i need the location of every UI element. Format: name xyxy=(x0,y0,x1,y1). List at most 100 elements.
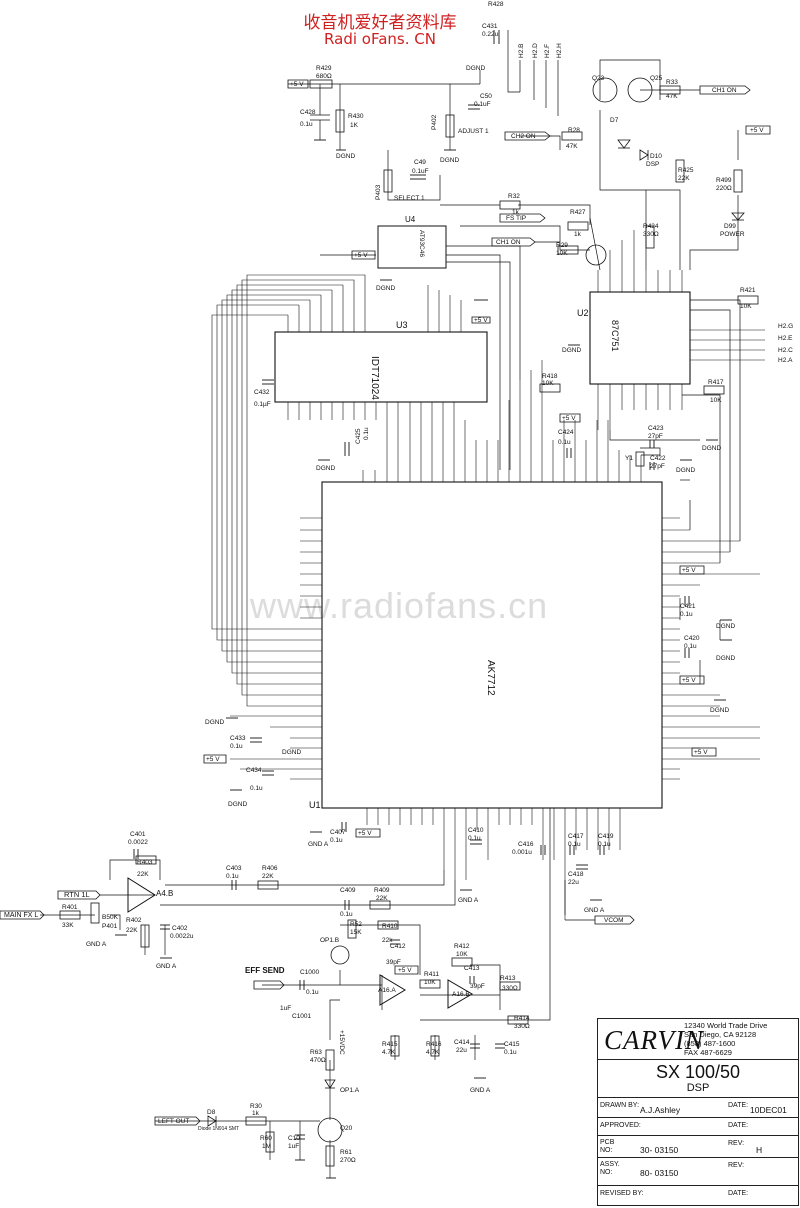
r417-value: 10K xyxy=(710,397,722,404)
r61-label: R61 xyxy=(340,1149,352,1156)
c1001-label: C1001 xyxy=(292,1013,312,1020)
r33-label: R33 xyxy=(666,79,678,86)
r60-value: 1M xyxy=(262,1143,271,1150)
drawn-by-value: A.J.Ashley xyxy=(640,1105,681,1115)
fstip-label: FS TIP xyxy=(506,215,526,222)
r427-label: R427 xyxy=(570,209,586,216)
assy-rev-label: REV: xyxy=(728,1162,745,1169)
u3-chip-body xyxy=(274,331,488,403)
r402-label: R402 xyxy=(126,917,142,924)
plus5v-c424-label: +5 V xyxy=(562,415,576,422)
c410-value: 0.1u xyxy=(468,835,481,842)
c10-label: C10 xyxy=(288,1135,300,1142)
r52-label: R52 xyxy=(350,921,362,928)
c401-label: C401 xyxy=(130,831,146,838)
plus5v-c407-label: +5 V xyxy=(358,830,372,837)
r430-label: R430 xyxy=(348,113,364,120)
c431-label: C431 xyxy=(482,23,498,30)
u4-label: U4 xyxy=(405,215,416,224)
c402-value: 0.0022u xyxy=(170,933,194,940)
plus5v-r2-label: +5 V xyxy=(682,677,696,684)
r61-value: 270Ω xyxy=(340,1157,356,1164)
dgnd-c425-label: DGND xyxy=(316,465,335,472)
c1000-label: C1000 xyxy=(300,969,320,976)
pcb-label: PCB NO: xyxy=(600,1139,615,1154)
r499-label: R499 xyxy=(716,177,732,184)
r421-label: R421 xyxy=(740,287,756,294)
c422-value: 27pF xyxy=(650,463,665,470)
dgnd-p402-label: DGND xyxy=(440,157,459,164)
c417-label: C417 xyxy=(568,833,584,840)
dgnd-u2-label: DGND xyxy=(562,347,581,354)
u1-top-pins xyxy=(362,360,642,482)
r414-label: R414 xyxy=(514,1015,530,1022)
dgnd-l1-label: DGND xyxy=(205,719,224,726)
r63-label: R63 xyxy=(310,1049,322,1056)
r421-value: 10K xyxy=(740,303,752,310)
r416-label: R416 xyxy=(426,1041,442,1048)
approved-date-label: DATE: xyxy=(728,1122,749,1129)
c414-label: C414 xyxy=(454,1039,470,1046)
c410-label: C410 xyxy=(468,827,484,834)
r417-label: R417 xyxy=(708,379,724,386)
r427-value: 1k xyxy=(574,231,582,238)
c424-value: 0.1u xyxy=(558,439,571,446)
r412-value: 10K xyxy=(456,951,468,958)
r28-label: R28 xyxy=(568,127,580,134)
leftout-label: LEFT OUT xyxy=(158,1118,189,1125)
ch1on2-label: CH1 ON xyxy=(496,239,521,246)
a16a-opamp xyxy=(379,974,406,1006)
c414-value: 22u xyxy=(456,1047,467,1054)
c413-label: C413 xyxy=(464,965,480,972)
r418-label: R418 xyxy=(542,373,558,380)
d10-label: D10 xyxy=(650,153,662,160)
p402-label: P402 xyxy=(431,114,438,130)
h2d-label: H2.D xyxy=(532,43,539,58)
model-name: SX 100/50 xyxy=(655,1062,741,1082)
r410-value: 22k xyxy=(382,937,393,944)
c417-value: 0.1u xyxy=(568,841,581,848)
u1-label: U1 xyxy=(309,800,321,810)
c416-value: 0.001u xyxy=(512,849,532,856)
ch2on-label: CH2 ON xyxy=(511,133,536,140)
q23-transistor xyxy=(592,77,618,103)
c412-label: C412 xyxy=(390,943,406,950)
r424-label: R424 xyxy=(643,223,659,230)
r60-label: R60 xyxy=(260,1135,272,1142)
c415-value: 0.1u xyxy=(504,1049,517,1056)
effsend-label: EFF SEND xyxy=(245,966,285,975)
h2e-label: H2.E xyxy=(778,335,793,342)
c10-value: 1uF xyxy=(288,1143,299,1150)
c1000-value: 0.1u xyxy=(306,989,319,996)
r428-label: R428 xyxy=(488,1,504,8)
dgnd-l3-label: DGND xyxy=(228,801,247,808)
r33-value: 47K xyxy=(666,93,678,100)
y1-crystal xyxy=(635,451,645,467)
u3-pins xyxy=(287,285,462,420)
c409-value: 0.1u xyxy=(340,911,353,918)
u1-chip-name: AK7712 xyxy=(485,660,496,696)
r410-label: R410 xyxy=(382,923,398,930)
watermark: www.radiofans.cn xyxy=(250,585,549,626)
assy-number: 80- 03150 xyxy=(640,1168,679,1178)
pcb-number: 30- 03150 xyxy=(640,1145,679,1155)
site-name: Radi oFans. CN xyxy=(324,30,436,48)
r28-value: 47K xyxy=(566,143,578,150)
c434-value: 0.1u xyxy=(250,785,263,792)
r413-label: R413 xyxy=(500,975,516,982)
revised-date-label: DATE: xyxy=(728,1190,749,1197)
c424-label: C424 xyxy=(558,429,574,436)
c428-label: C428 xyxy=(300,109,316,116)
h2f-label: H2.F xyxy=(544,44,551,58)
analog-wiring xyxy=(40,808,595,1178)
u4-chip-name: AT93C46 xyxy=(418,230,425,257)
revised-by-label: REVISED BY: xyxy=(600,1190,644,1197)
dgnd-r3-label: DGND xyxy=(710,707,729,714)
r411-value: 10K xyxy=(424,979,436,986)
c422-label: C422 xyxy=(650,455,666,462)
plus5v-d99-label: +5 V xyxy=(750,127,764,134)
plus5v-u3-label: +5 V xyxy=(474,317,488,324)
rev-label: REV: xyxy=(728,1140,745,1147)
op1b-label: OP1.B xyxy=(320,937,339,944)
